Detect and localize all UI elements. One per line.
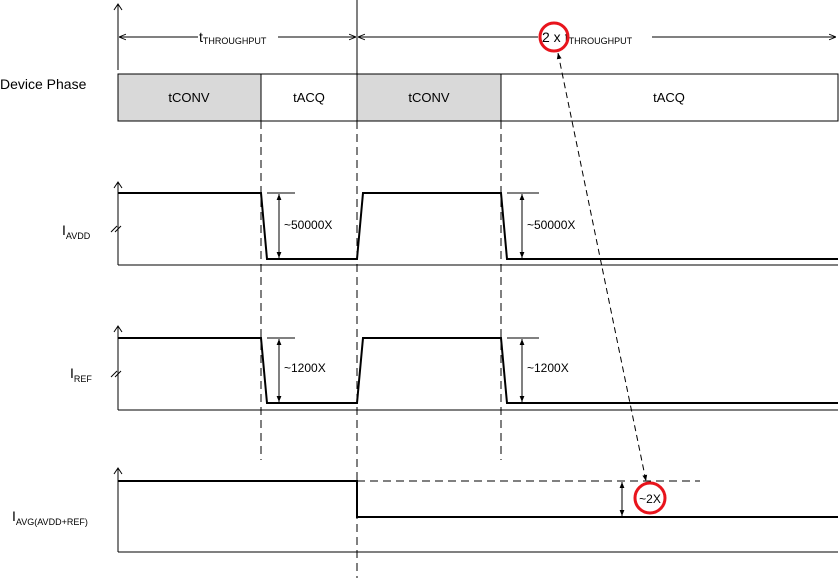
highlight-circle-top	[538, 21, 570, 53]
phase-segment-tconv-1	[117, 73, 262, 122]
phase-label-tconv-2: tCONV	[408, 90, 450, 105]
device-phase-bar: tCONV tACQ tCONV tACQ	[117, 73, 839, 122]
phase-label-tacq-1: tACQ	[293, 90, 325, 105]
iref-ratio-2: ~1200X	[527, 361, 569, 375]
iavdd-label: IAVDD	[62, 222, 91, 241]
iavdd-plot	[110, 181, 838, 266]
highlight-connector-arrow	[556, 52, 648, 482]
iavg-ratio: ~2X	[639, 492, 661, 506]
iavdd-ratio-1: ~50000X	[284, 218, 332, 232]
phase-segment-tconv-2	[356, 73, 502, 122]
phase-boundary-lines	[260, 121, 502, 578]
iavdd-ratio-2: ~50000X	[527, 218, 575, 232]
throughput-label-bg	[198, 28, 278, 44]
phase-segment-tacq-1	[260, 73, 358, 122]
iref-ratio-1: ~1200X	[284, 361, 326, 375]
phase-label-tacq-2: tACQ	[653, 90, 685, 105]
highlight-circle-bottom	[633, 481, 667, 515]
device-phase-label: Device Phase	[0, 76, 87, 92]
iref-plot	[110, 325, 838, 411]
iavg-label: IAVG(AVDD+REF)	[12, 508, 88, 527]
throughput-label: tTHROUGHPUT	[199, 29, 267, 46]
iref-label: IREF	[70, 365, 92, 384]
top-axis	[113, 0, 358, 74]
iavg-plot	[113, 467, 838, 553]
phase-label-tconv-1: tCONV	[168, 90, 210, 105]
